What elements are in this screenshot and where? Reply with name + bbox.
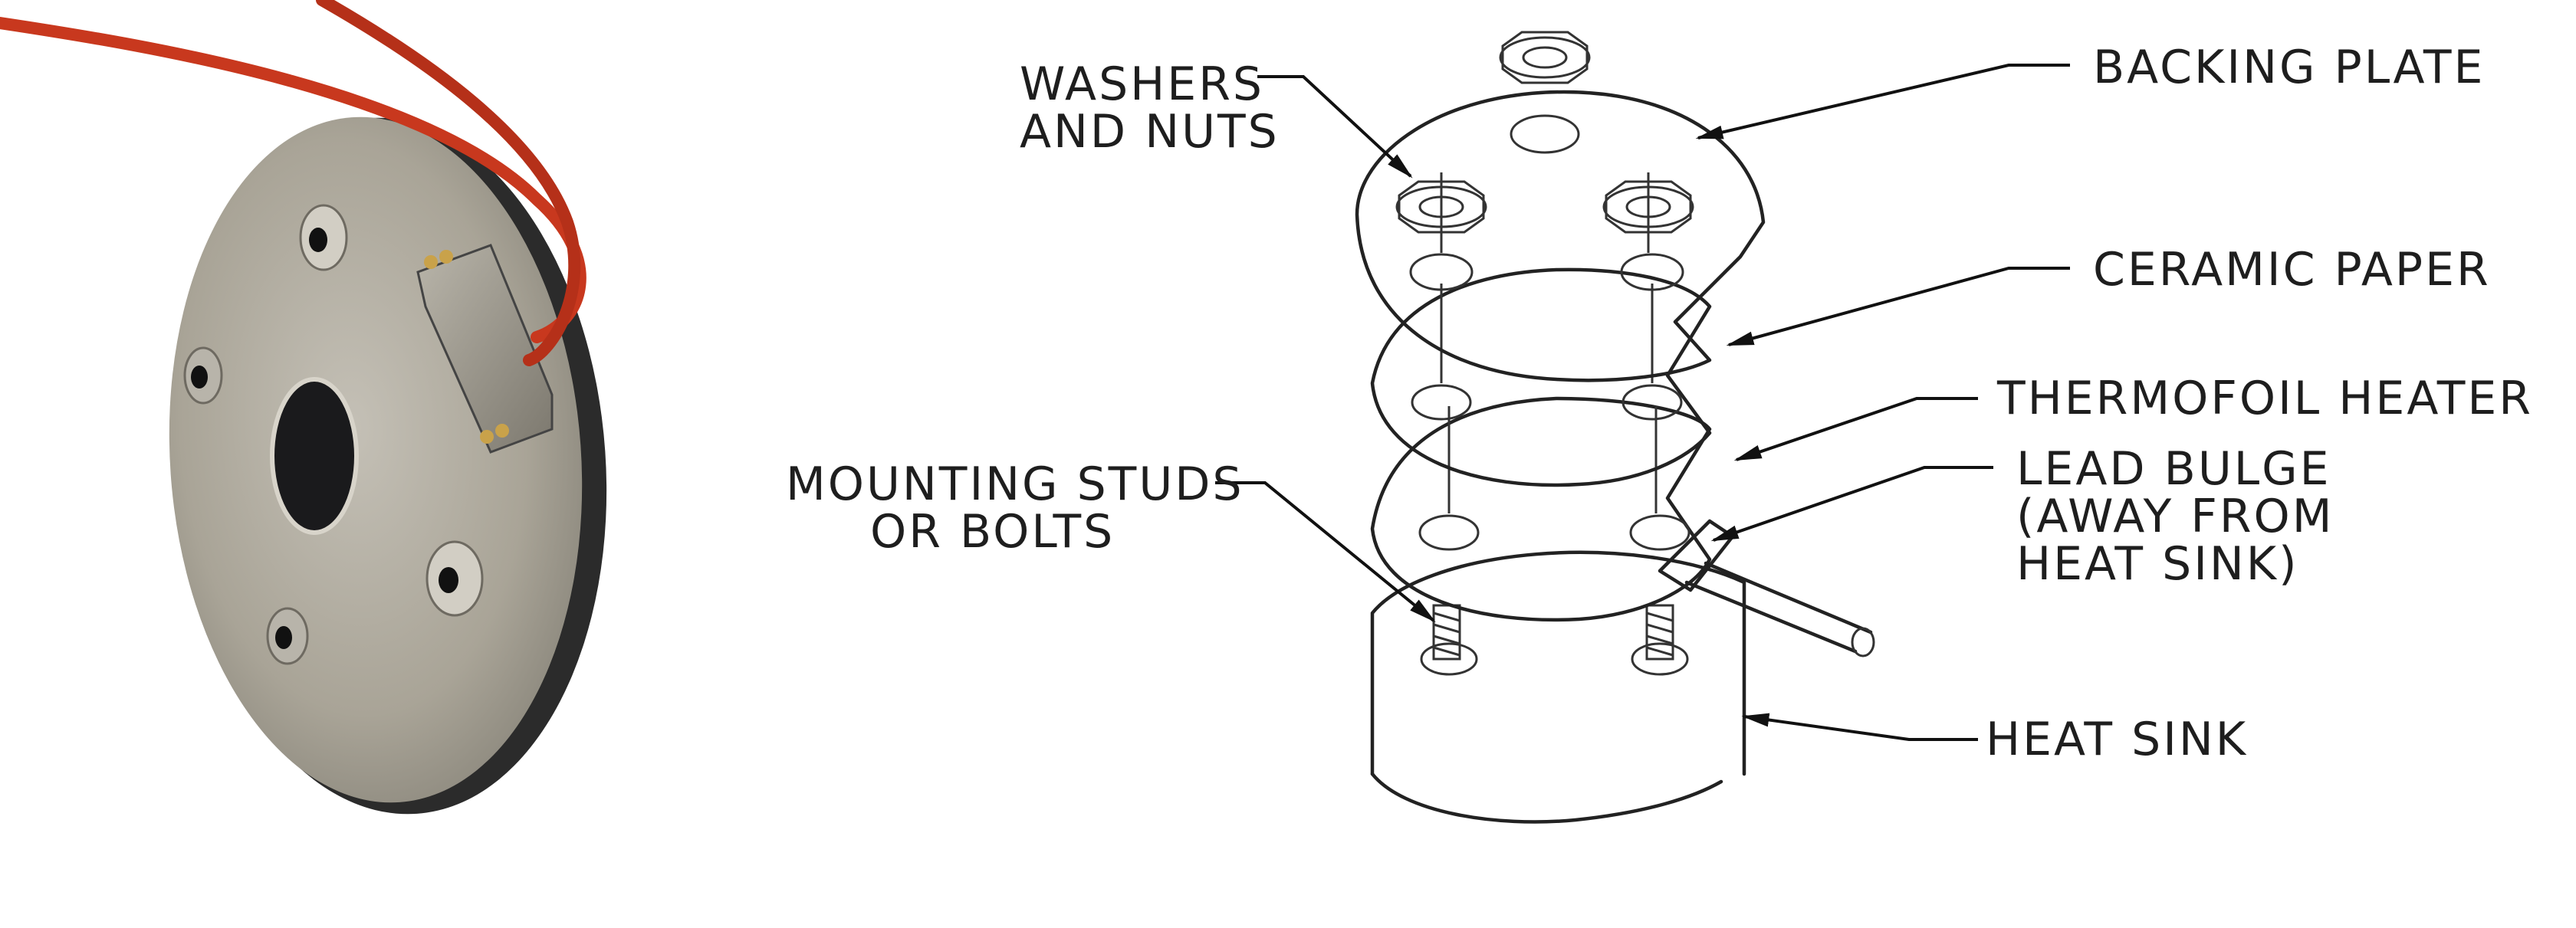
leader-mounting <box>1215 481 1436 623</box>
stud-icon <box>426 540 484 617</box>
backing-plate-shape <box>1355 90 1766 382</box>
label-ceramic-paper: CERAMIC PAPER <box>2093 243 2491 297</box>
heater-photo <box>0 0 607 815</box>
center-hole-icon <box>270 377 359 535</box>
nut-icon <box>1602 172 1694 253</box>
label-lead-bulge-line2: (AWAY FROM <box>2016 490 2334 543</box>
leader-lead-bulge <box>1710 466 1993 542</box>
leader-washers <box>1257 75 1413 179</box>
label-mounting-line2: OR BOLTS <box>870 505 1115 559</box>
lead-box-icon <box>416 244 554 454</box>
label-thermofoil-heater: THERMOFOIL HEATER <box>1996 372 2533 425</box>
leader-backing-plate <box>1695 64 2070 139</box>
stud-spring-icon <box>1645 604 1674 661</box>
leader-ceramic-paper <box>1726 267 2070 346</box>
heat-sink-shape <box>1370 550 1746 824</box>
leader-thermofoil <box>1733 397 1978 461</box>
label-lead-bulge-line1: LEAD BULGE <box>2016 442 2331 496</box>
label-backing-plate: BACKING PLATE <box>2093 41 2485 94</box>
nut-icon <box>1395 172 1487 253</box>
nut-icon <box>1499 31 1591 84</box>
stud-spring-icon <box>1432 604 1461 661</box>
stud-icon <box>183 346 223 405</box>
stud-icon <box>299 204 348 271</box>
label-heat-sink: HEAT SINK <box>1986 713 2248 766</box>
lead-bulge-icon <box>1658 519 1875 657</box>
exploded-stack-diagram <box>1215 31 2070 824</box>
stud-icon <box>266 607 309 665</box>
lead-wires-icon <box>0 0 586 366</box>
ceramic-paper-shape <box>1370 267 1712 487</box>
leader-heat-sink <box>1741 713 1978 741</box>
label-washers-line2: AND NUTS <box>1020 105 1280 159</box>
thermofoil-heater-shape <box>1370 396 1712 622</box>
label-mounting-line1: MOUNTING STUDS <box>786 457 1244 511</box>
label-lead-bulge-line3: HEAT SINK) <box>2016 537 2299 591</box>
label-washers-line1: WASHERS <box>1020 57 1264 111</box>
